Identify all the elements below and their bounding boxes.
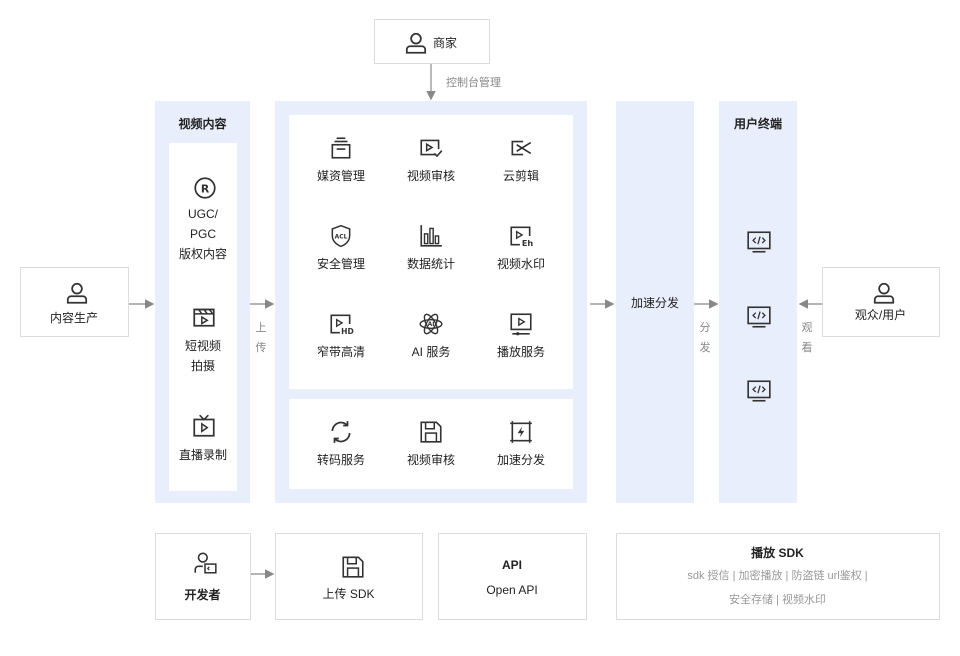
service-label: 安全管理: [316, 257, 365, 271]
user-terminal-panel: 用户终端: [719, 101, 797, 503]
user-icon: [403, 30, 427, 54]
service-media-management: 媒资管理: [301, 135, 381, 195]
save-disk-icon: [418, 419, 444, 445]
video-check-icon: [418, 135, 444, 161]
upload-sdk-box: 上传 SDK: [275, 533, 423, 620]
viewers-label: 观众/用户: [854, 308, 907, 322]
api-subtitle: Open API: [486, 583, 538, 597]
service-label: 视频审核: [406, 453, 455, 467]
watermark-icon: Eh: [508, 223, 534, 249]
video-content-panel: 视频内容 R UGC/ PGC 版权内容 短视频 拍摄 直播录制: [155, 101, 250, 503]
upload-sdk-label: 上传 SDK: [322, 587, 375, 601]
acl-shield-icon: ACL: [328, 223, 354, 249]
inbox-stack-icon: [328, 135, 354, 161]
live-recording-label: 直播录制: [178, 448, 227, 462]
merchant-box: 商家: [374, 19, 490, 64]
service-video-review: 视频审核: [391, 135, 471, 195]
upload-arrow-char-1: 上: [255, 322, 267, 334]
player-sdk-features-line1: sdk 授信 | 加密播放 | 防盗链 url鉴权 |: [687, 570, 868, 582]
services-grid-top: 媒资管理 视频审核 云剪辑 ACL 安全管理 数据统计: [289, 115, 573, 389]
save-disk-icon: [340, 554, 364, 578]
service-label: 云剪辑: [502, 169, 539, 183]
tv-play-icon: [191, 413, 215, 437]
video-content-list: R UGC/ PGC 版权内容 短视频 拍摄 直播录制: [169, 143, 237, 491]
service-label: 转码服务: [316, 453, 365, 467]
code-monitor-icon: [746, 304, 771, 328]
short-video-line2: 拍摄: [190, 359, 215, 373]
short-video-line1: 短视频: [184, 339, 221, 353]
service-video-review-2: 视频审核: [391, 419, 471, 479]
services-panel: 媒资管理 视频审核 云剪辑 ACL 安全管理 数据统计: [275, 101, 587, 503]
service-label: 视频审核: [406, 169, 455, 183]
svg-text:ACL: ACL: [335, 234, 348, 241]
service-label: 播放服务: [496, 345, 545, 359]
code-monitor-icon: [746, 229, 771, 253]
hd-video-icon: HD: [328, 311, 354, 337]
content-creation-label: 内容生产: [49, 311, 98, 325]
service-security: ACL 安全管理: [301, 223, 381, 283]
video-content-title: 视频内容: [178, 117, 227, 131]
content-creation-box: 内容生产: [20, 267, 129, 337]
service-label: 视频水印: [496, 257, 545, 271]
acceleration-label: 加速分发: [630, 296, 679, 310]
svg-text:AI: AI: [428, 321, 435, 328]
developer-box: 开发者: [155, 533, 251, 620]
clapperboard-icon: [191, 303, 215, 327]
player-sdk-features-line2: 安全存储 | 视频水印: [729, 594, 826, 606]
services-grid-bottom: 转码服务 视频审核 加速分发: [289, 399, 573, 489]
service-acceleration: 加速分发: [481, 419, 561, 479]
ugc-line2: PGC: [189, 227, 216, 241]
lightning-frame-icon: [508, 419, 534, 445]
acceleration-panel: 加速分发: [616, 101, 694, 503]
api-box: API Open API: [438, 533, 587, 620]
player-sdk-box: 播放 SDK sdk 授信 | 加密播放 | 防盗链 url鉴权 | 安全存储 …: [616, 533, 940, 620]
user-icon: [64, 280, 88, 304]
service-statistics: 数据统计: [391, 223, 471, 283]
ai-atom-icon: AI: [418, 311, 444, 337]
developer-badge-icon: [192, 550, 217, 574]
copyright-icon: R: [192, 175, 216, 199]
svg-text:Eh: Eh: [522, 238, 534, 248]
service-narrowband-hd: HD 窄带高清: [301, 311, 381, 371]
distribute-arrow-char-2: 发: [699, 342, 711, 354]
user-icon: [871, 280, 895, 304]
upload-arrow-char-2: 传: [255, 342, 267, 354]
user-terminal-title: 用户终端: [733, 117, 782, 131]
svg-text:R: R: [201, 182, 210, 195]
service-transcoding: 转码服务: [301, 419, 381, 479]
service-label: 加速分发: [496, 453, 545, 467]
service-label: 数据统计: [406, 257, 455, 271]
viewers-box: 观众/用户: [822, 267, 940, 337]
service-label: 媒资管理: [316, 169, 365, 183]
api-title: API: [501, 558, 522, 572]
merchant-arrow-label: 控制台管理: [446, 77, 501, 89]
watch-arrow-char-2: 看: [801, 342, 813, 354]
service-label: AI 服务: [411, 345, 451, 359]
service-label: 窄带高清: [316, 345, 365, 359]
scissors-icon: [508, 135, 534, 161]
service-cloud-editing: 云剪辑: [481, 135, 561, 195]
code-monitor-icon: [746, 378, 771, 402]
bar-chart-icon: [418, 223, 444, 249]
developer-label: 开发者: [184, 588, 221, 602]
svg-text:HD: HD: [341, 327, 354, 336]
ugc-line1: UGC/: [188, 207, 218, 221]
merchant-label: 商家: [433, 36, 458, 50]
monitor-play-icon: [508, 311, 534, 337]
refresh-icon: [328, 419, 354, 445]
watch-arrow-char-1: 观: [801, 322, 813, 334]
ugc-line3: 版权内容: [178, 247, 227, 261]
service-watermark: Eh 视频水印: [481, 223, 561, 283]
service-ai: AI AI 服务: [391, 311, 471, 371]
player-sdk-title: 播放 SDK: [751, 546, 804, 560]
service-playback: 播放服务: [481, 311, 561, 371]
distribute-arrow-char-1: 分: [699, 322, 711, 334]
